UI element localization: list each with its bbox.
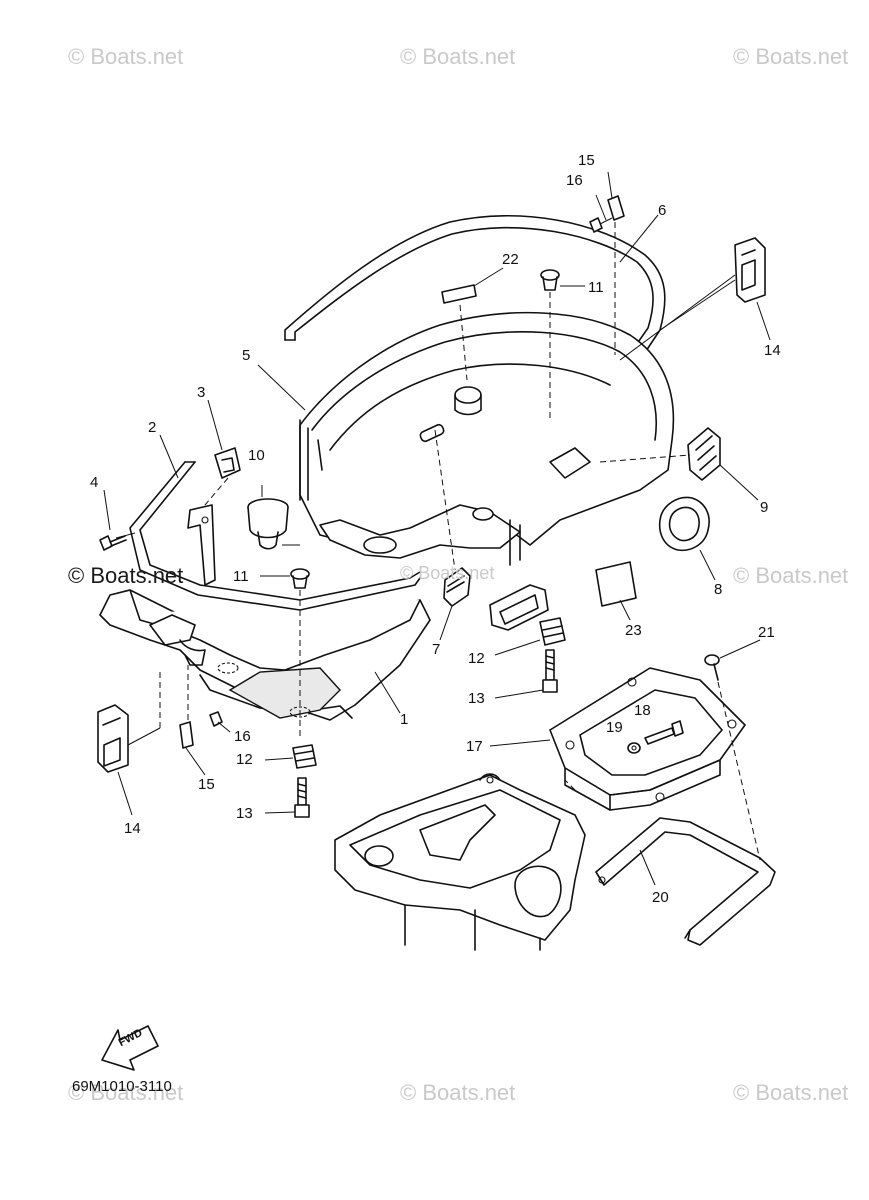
engine-base-block xyxy=(334,773,586,951)
part-14-right-bracket xyxy=(619,237,766,361)
callout-5: 5 xyxy=(242,347,251,364)
callout-11-upper: 11 xyxy=(588,279,604,296)
part-10-grommet xyxy=(247,485,300,550)
callout-15-top: 15 xyxy=(578,152,595,169)
part-14-left-bracket xyxy=(97,670,161,773)
part-8-grommet xyxy=(658,496,710,552)
callout-12-upper: 12 xyxy=(468,650,485,667)
part-17-base-plate xyxy=(549,667,746,811)
watermark: © Boats.net xyxy=(733,563,849,588)
fwd-arrow-icon xyxy=(101,1025,159,1071)
callout-17: 17 xyxy=(466,738,483,755)
callout-2: 2 xyxy=(148,419,157,436)
part-15-16-bottom-clip xyxy=(179,665,223,749)
part-23-label xyxy=(595,561,637,607)
callout-15-bottom: 15 xyxy=(198,776,215,793)
callout-13-upper: 13 xyxy=(468,690,485,707)
callout-leaders xyxy=(103,171,771,886)
callout-4: 4 xyxy=(90,474,99,491)
part-2-front-seal xyxy=(129,461,421,611)
callout-14-left: 14 xyxy=(124,820,141,837)
part-20-frame xyxy=(595,817,776,946)
side-bracket xyxy=(187,504,216,586)
part-4-screw xyxy=(99,532,136,551)
part-21-screw xyxy=(704,654,761,861)
watermark: © Boats.net xyxy=(733,44,849,69)
part-12-upper-damper xyxy=(539,617,566,646)
callout-23: 23 xyxy=(625,622,642,639)
part-19-washer xyxy=(627,742,641,754)
callout-13-lower: 13 xyxy=(236,805,253,822)
exhaust-duct xyxy=(489,584,549,631)
part-1-lower-cowling-shell xyxy=(99,589,431,721)
callout-18: 18 xyxy=(634,702,651,719)
callout-20: 20 xyxy=(652,889,669,906)
part-18-bolt xyxy=(644,720,684,745)
diagram-code: 69M1010-3110 xyxy=(72,1078,172,1095)
callout-9: 9 xyxy=(760,499,769,516)
callout-3: 3 xyxy=(197,384,206,401)
watermark: © Boats.net xyxy=(733,1080,849,1105)
part-12-lower-damper xyxy=(292,744,317,769)
watermark: © Boats.net xyxy=(400,44,516,69)
callout-12-lower: 12 xyxy=(236,751,253,768)
callout-21: 21 xyxy=(758,624,775,641)
watermark: © Boats.net xyxy=(400,563,495,583)
part-22-label xyxy=(441,284,477,381)
callout-6: 6 xyxy=(658,202,667,219)
part-7-grommet xyxy=(434,429,471,607)
callout-7: 7 xyxy=(432,641,441,658)
part-3-clip xyxy=(204,447,241,506)
watermark: © Boats.net xyxy=(68,1080,184,1105)
part-11-lower-fastener xyxy=(290,568,310,740)
callout-14-right: 14 xyxy=(764,342,781,359)
watermark: © Boats.net xyxy=(68,563,184,588)
callout-1: 1 xyxy=(400,711,409,728)
callout-16-top: 16 xyxy=(566,172,583,189)
part-5-bottom-cowling xyxy=(299,311,675,566)
part-11-upper-fastener xyxy=(540,269,560,420)
callout-16-bottom: 16 xyxy=(234,728,251,745)
callout-19: 19 xyxy=(606,719,623,736)
part-15-16-top-clip xyxy=(589,195,625,355)
callout-22: 22 xyxy=(502,251,519,268)
part-13-lower-bolt xyxy=(294,777,310,818)
watermark: © Boats.net xyxy=(400,1080,516,1105)
callout-10: 10 xyxy=(248,447,265,464)
part-13-upper-bolt xyxy=(542,649,558,693)
callout-11-lower: 11 xyxy=(233,568,249,585)
callout-8: 8 xyxy=(714,581,723,598)
watermark: © Boats.net xyxy=(68,44,184,69)
